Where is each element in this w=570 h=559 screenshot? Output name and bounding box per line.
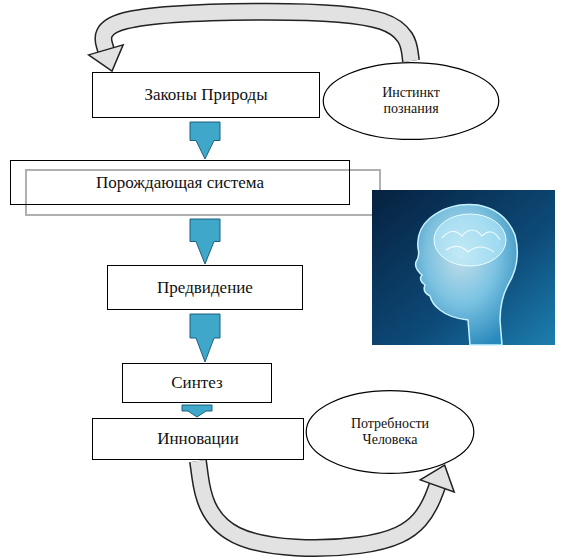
node-label: Инновации <box>157 429 239 449</box>
block-arrow <box>190 122 220 159</box>
brain-folds <box>442 230 500 252</box>
node-label: Законы Природы <box>144 85 267 105</box>
arrow-band-outline <box>198 461 438 548</box>
flow-arrow <box>190 314 220 362</box>
arrow-head <box>89 45 124 71</box>
arrow-band-fill <box>198 461 438 548</box>
head-silhouette <box>416 205 518 345</box>
instinct-ellipse: Инстинкт познания <box>322 62 500 140</box>
block-arrow <box>190 219 220 264</box>
ellipse-shape <box>306 391 474 474</box>
law-box: Законы Природы <box>92 72 320 118</box>
arrow-band-outline <box>103 12 411 61</box>
needs-ellipse: Потребности Человека <box>305 390 475 474</box>
loop-arrow <box>198 461 454 548</box>
node-label: Синтез <box>171 373 222 393</box>
node-label: Потребности Человека <box>335 416 445 448</box>
block-arrow <box>182 405 212 417</box>
system-box: Порождающая система <box>10 160 350 205</box>
flow-arrow <box>182 405 212 417</box>
offset-frame <box>26 170 380 215</box>
loop-arrow <box>89 12 411 71</box>
innovation-box: Инновации <box>92 418 304 460</box>
foresight-box: Предвидение <box>107 265 303 310</box>
flow-arrow <box>190 219 220 264</box>
arrow-band-fill <box>103 12 411 61</box>
node-label: Предвидение <box>157 278 253 298</box>
brain-shape <box>434 214 506 266</box>
synthesis-box: Синтез <box>122 363 272 403</box>
illustration-ground <box>372 190 555 345</box>
ellipse-shape <box>323 63 499 140</box>
node-label: Инстинкт познания <box>356 85 466 117</box>
node-label: Порождающая система <box>96 173 264 193</box>
head-illustration <box>372 190 555 345</box>
flow-arrow <box>190 122 220 159</box>
block-arrow <box>190 314 220 362</box>
